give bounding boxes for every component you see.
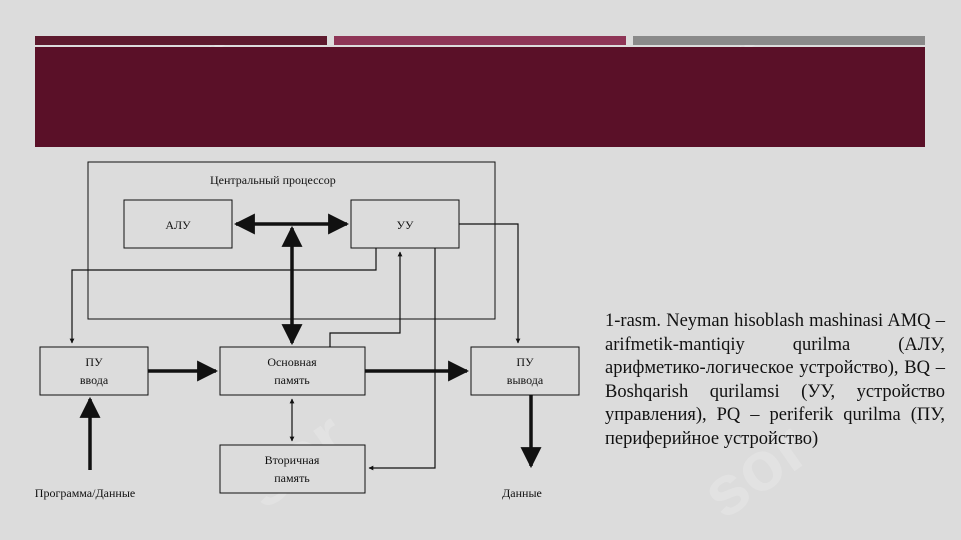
main-memory-label-2: память	[274, 373, 310, 387]
cu-to-secondary-control	[368, 248, 436, 471]
output-data-label: Данные	[502, 486, 542, 500]
header-stripe-2	[334, 36, 626, 45]
secondary-memory-label-1: Вторичная	[265, 453, 320, 467]
output-device-label-1: ПУ	[516, 355, 534, 369]
output-device-box	[470, 346, 580, 396]
header-stripe-3	[633, 36, 925, 45]
secondary-memory-box	[219, 444, 366, 494]
cu-box	[350, 199, 460, 249]
cu-to-input-control	[69, 248, 377, 344]
cu-label: УУ	[397, 218, 414, 232]
input-device-label-2: ввода	[80, 373, 109, 387]
cpu-label: Центральный процессор	[210, 173, 336, 187]
program-data-label: Программа/Данные	[35, 486, 135, 500]
main-memory-label-1: Основная	[267, 355, 317, 369]
secondary-memory-label-2: память	[274, 471, 310, 485]
title-banner	[35, 47, 925, 147]
alu-box	[123, 199, 233, 249]
memory-to-cu-feedback	[329, 251, 403, 347]
input-device-label-1: ПУ	[85, 355, 103, 369]
cu-to-output-control	[459, 223, 521, 344]
output-device-label-2: вывода	[507, 373, 544, 387]
figure-caption: 1-rasm. Neyman hisoblash mashinasi AMQ –…	[605, 311, 945, 449]
header-stripe-1	[35, 36, 327, 45]
alu-label: АЛУ	[165, 218, 191, 232]
